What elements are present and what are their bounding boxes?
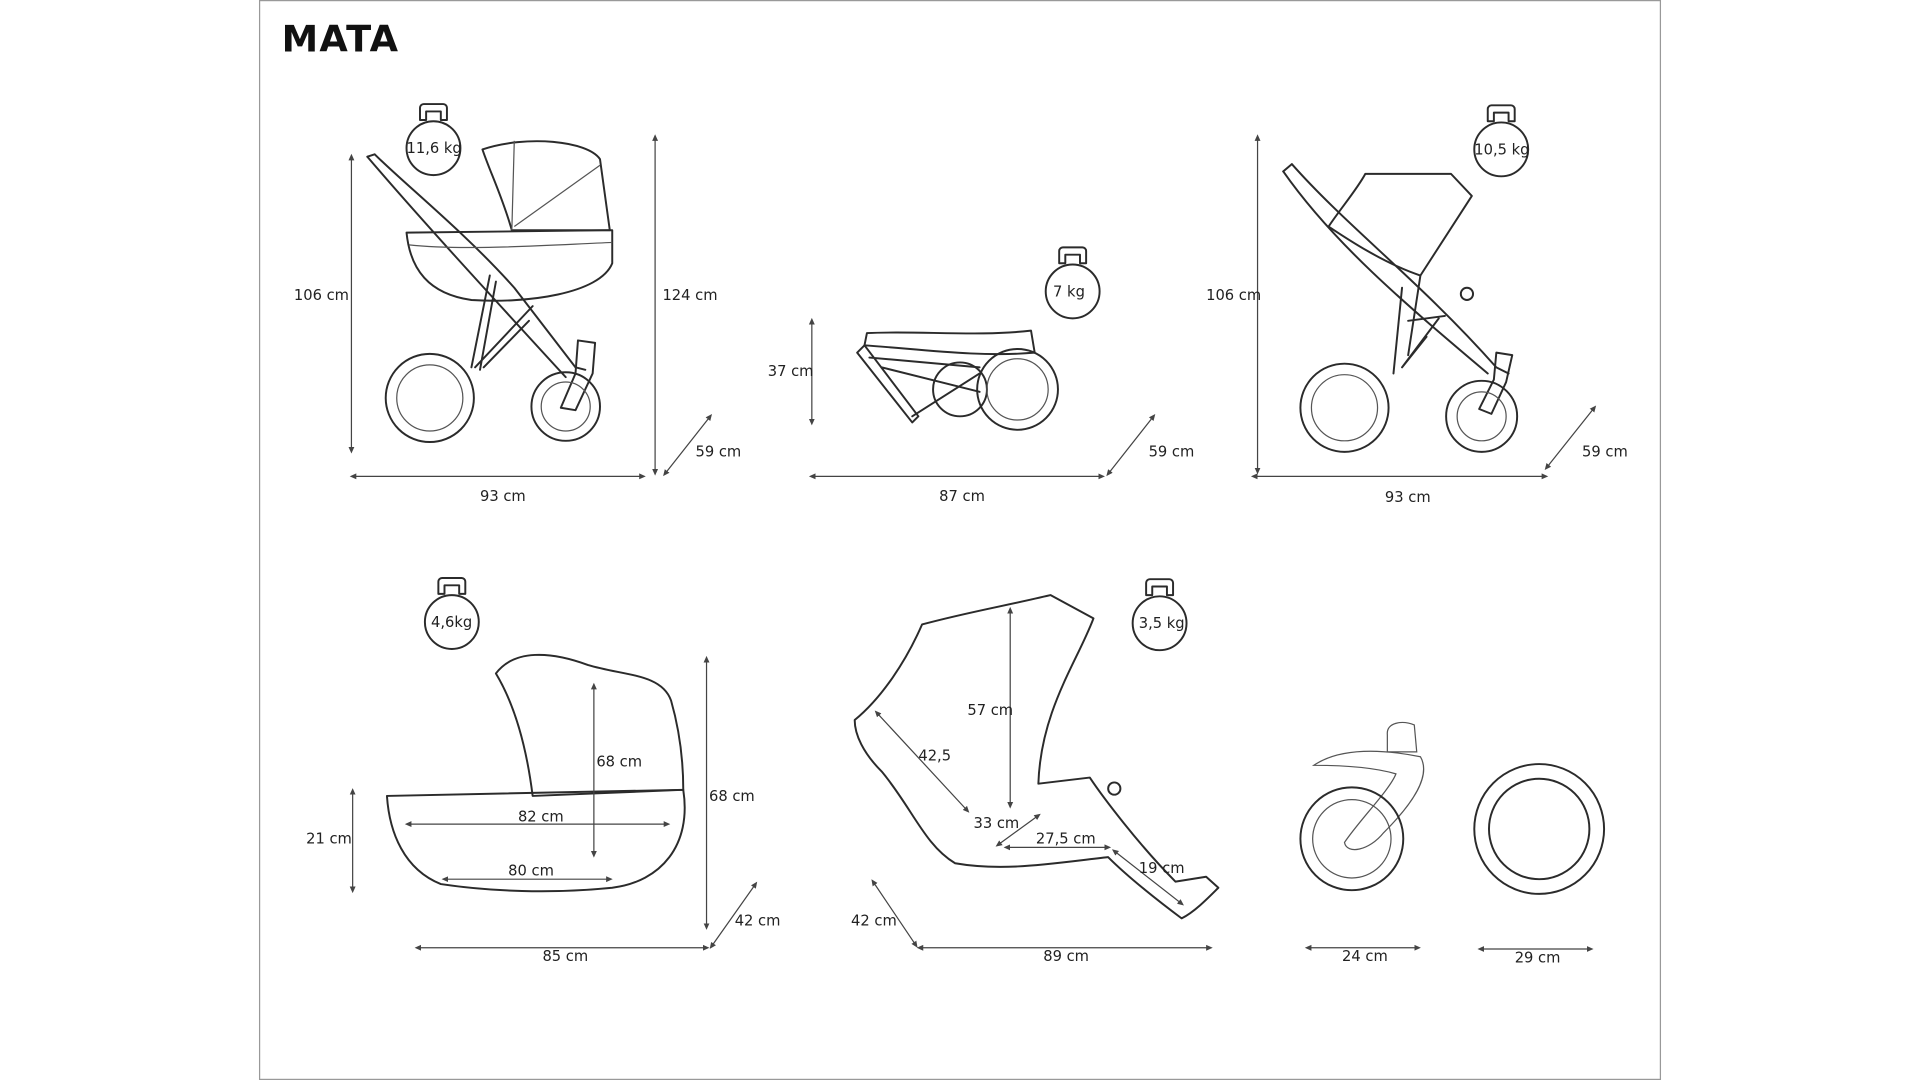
carrycot-total-height: 68 cm [709, 788, 755, 805]
seat-unit-length: 89 cm [1043, 948, 1089, 965]
stroller-length: 93 cm [1385, 489, 1431, 506]
rear-wheel-size: 29 cm [1515, 949, 1561, 966]
pram-length: 93 cm [480, 488, 526, 505]
carrycot-depth: 42 cm [735, 913, 781, 930]
folded-length: 87 cm [939, 488, 985, 505]
seat-unit-depth: 42 cm [851, 913, 897, 930]
stroller-weight: 10,5 kg [1474, 141, 1529, 158]
seat-length: 27,5 cm [1036, 831, 1096, 848]
pram-height: 106 cm [294, 287, 349, 304]
front-wheel-size: 24 cm [1342, 948, 1388, 965]
handle-bar [366, 153, 587, 371]
carrycot-bottom-length: 80 cm [508, 863, 554, 880]
pram-total-height: 124 cm [662, 287, 717, 304]
pram-depth: 59 cm [696, 444, 742, 461]
page-frame [258, 0, 1662, 1080]
seat-leg-rest: 19 cm [1139, 860, 1185, 877]
front-wheel-view: 24 cm [1299, 722, 1425, 965]
canopy [481, 140, 611, 232]
carrycot-length: 85 cm [542, 948, 588, 965]
stroller-depth: 59 cm [1582, 444, 1628, 461]
seat-depth: 33 cm [973, 815, 1019, 832]
carrycot-view: 4,6kg 21 cm 68 cm 82 cm 80 cm 68 cm 42 c… [306, 576, 781, 965]
pram-weight: 11,6 kg [407, 140, 462, 157]
rear-wheel-view: 29 cm [1473, 763, 1606, 966]
pram-view: 11,6 kg 106 cm 124 cm 59 cm 93 cm [294, 103, 742, 505]
seat-unit-view: 3,5 kg 57 cm 42,5 33 cm 27,5 cm 19 cm 42… [851, 578, 1220, 965]
stroller-height: 106 cm [1206, 287, 1261, 304]
carrycot-weight: 4,6kg [431, 614, 472, 631]
folded-depth: 59 cm [1149, 444, 1195, 461]
folded-view: 7 kg 37 cm 59 cm 87 cm [768, 246, 1195, 505]
folded-weight: 7 kg [1053, 283, 1085, 300]
carrycot-height: 21 cm [306, 831, 352, 848]
seat-weight: 3,5 kg [1139, 615, 1185, 632]
brand-logo: MATA [282, 17, 400, 60]
folded-height: 37 cm [768, 363, 814, 380]
stroller-view: 10,5 kg 106 cm 59 cm 93 cm [1206, 104, 1628, 506]
carrycot-top-length: 82 cm [518, 809, 564, 826]
seat-back-height: 57 cm [967, 702, 1013, 719]
seat-back-length: 42,5 [918, 747, 951, 764]
carrycot-canopy-height: 68 cm [596, 754, 642, 771]
